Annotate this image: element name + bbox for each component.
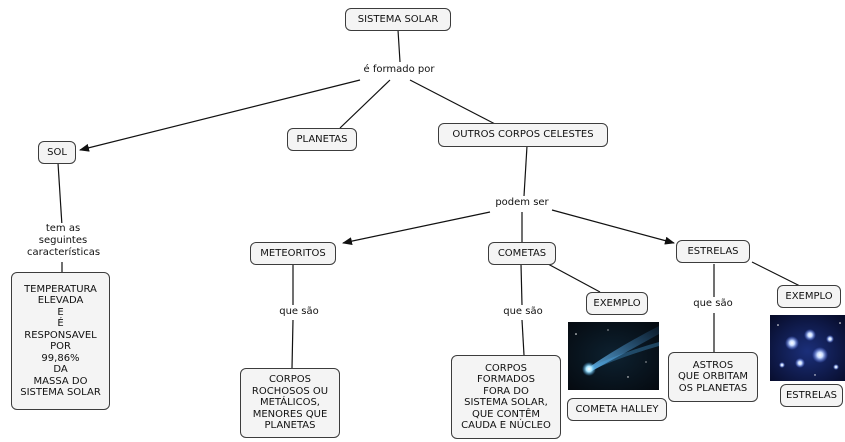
linking-phrase-que-sao-cometas: que são <box>498 306 548 318</box>
link-formado-to-outros <box>409 79 498 126</box>
link-sol-to-temas <box>57 162 63 227</box>
node-exemplo-estrela[interactable]: EXEMPLO <box>777 285 841 308</box>
node-meteoritos[interactable]: METEORITOS <box>250 242 336 265</box>
link-queSao-to-formados <box>521 319 525 356</box>
node-corpos-rochosos[interactable]: CORPOS ROCHOSOS OU METÁLICOS, MENORES QU… <box>240 368 340 438</box>
node-sol[interactable]: SOL <box>38 141 76 164</box>
linking-phrase-caracteristicas: tem as seguintes características <box>27 223 101 259</box>
link-podem-to-meteoritos <box>342 211 491 246</box>
comet-photo <box>568 322 659 390</box>
node-estrelas[interactable]: ESTRELAS <box>676 240 750 263</box>
link-podem-to-estrelas <box>551 209 675 245</box>
link-formado-to-planetas <box>339 79 391 129</box>
node-cometas[interactable]: COMETAS <box>488 242 556 265</box>
link-outros-to-podem <box>523 145 528 197</box>
node-planetas[interactable]: PLANETAS <box>287 128 357 151</box>
star-cluster-photo <box>770 315 845 381</box>
node-estrelas-img[interactable]: ESTRELAS <box>780 384 843 407</box>
link-cometas-to-queSao <box>520 263 523 306</box>
linking-phrase-formado: é formado por <box>357 64 441 76</box>
node-exemplo-cometa[interactable]: EXEMPLO <box>586 292 648 315</box>
node-sistema-solar[interactable]: SISTEMA SOLAR <box>345 8 451 31</box>
node-caracteristicas[interactable]: TEMPERATURA ELEVADA E É RESPONSAVEL POR … <box>11 272 110 410</box>
linking-phrase-podem-ser: podem ser <box>492 197 552 209</box>
link-estrelas-to-exemplo <box>751 261 801 287</box>
linking-phrase-que-sao-meteoritos: que são <box>274 306 324 318</box>
node-astros[interactable]: ASTROS QUE ORBITAM OS PLANETAS <box>668 352 758 402</box>
node-cometa-halley[interactable]: COMETA HALLEY <box>567 398 667 421</box>
node-corpos-formados[interactable]: CORPOS FORMADOS FORA DO SISTEMA SOLAR, Q… <box>451 355 561 439</box>
link-cometas-to-exemplo <box>547 263 601 293</box>
link-queSao-to-rochosos <box>291 319 294 369</box>
link-sistema-to-formado <box>397 29 401 63</box>
link-formado-to-sol <box>79 79 361 152</box>
linking-phrase-que-sao-estrelas: que são <box>688 298 738 310</box>
node-outros-corpos-celestes[interactable]: OUTROS CORPOS CELESTES <box>438 123 608 147</box>
